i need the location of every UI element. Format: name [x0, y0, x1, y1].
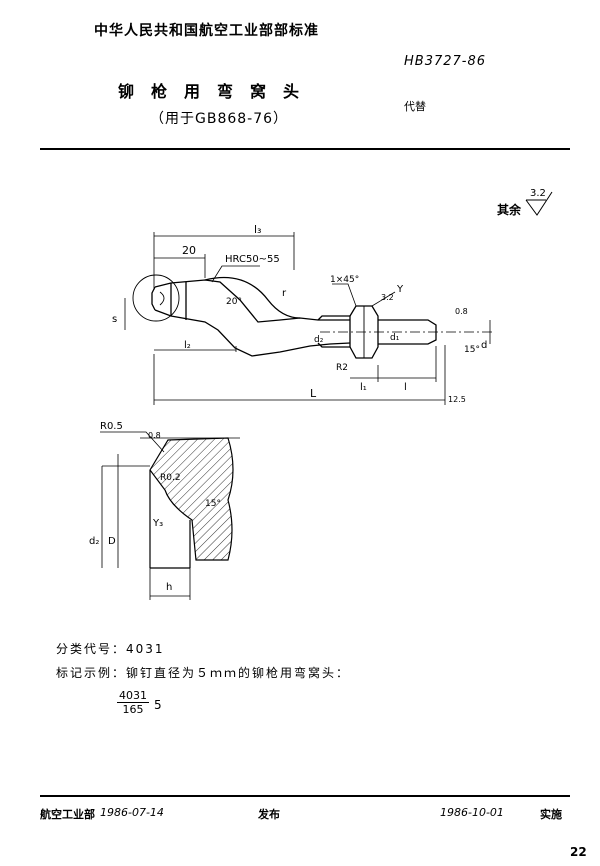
example-line: 标记示例：铆钉直径为５ｍｍ的铆枪用弯窝头：	[56, 664, 350, 681]
detail-r-label: R0.5	[100, 421, 123, 432]
footer-divider	[40, 795, 570, 797]
shank	[317, 315, 351, 348]
neck-top	[204, 276, 301, 319]
detail-y-label: Y₃	[152, 518, 163, 529]
tip-recess	[159, 291, 165, 306]
ra-top-label: 3.2	[381, 293, 394, 302]
chamfer-label: 1×45°	[330, 275, 359, 285]
angle-r-label: r	[282, 288, 287, 299]
section-outline	[149, 470, 191, 569]
page-title: 铆枪用弯窝头	[118, 82, 317, 101]
dim-l1	[350, 365, 379, 382]
detail-r2-label: R0.2	[160, 473, 181, 483]
footer-issue-date: 1986-07-14	[100, 806, 164, 819]
dim-L	[153, 345, 446, 405]
detail-h-label: h	[166, 582, 172, 593]
roughness-note: 其余	[497, 202, 522, 217]
y-label: Y	[396, 284, 404, 295]
dim-l3	[153, 232, 295, 290]
header-divider	[40, 148, 570, 150]
r2-label: R2	[336, 363, 348, 373]
hardness-leader	[211, 265, 260, 283]
dim-l2-label: l₂	[184, 340, 191, 351]
example-text: 铆钉直径为５ｍｍ的铆枪用弯窝头：	[126, 666, 351, 680]
example-label: 标记示例：	[56, 666, 127, 680]
example-suffix: 5	[154, 698, 162, 712]
classification-label: 分类代号：	[56, 642, 127, 656]
dim-s-label: s	[112, 314, 117, 325]
dimension-lines	[124, 232, 491, 405]
page-subtitle: （用于GB868-76）	[150, 111, 289, 127]
dim-l3-label: l₃	[254, 223, 261, 236]
angle-15-label: 15°	[464, 345, 480, 355]
hardness-label: HRC50~55	[225, 254, 280, 265]
section-hatch	[149, 437, 234, 561]
dim-l-label: l	[404, 382, 407, 393]
section-dim-lines	[101, 454, 150, 568]
section-dim-h	[149, 568, 191, 600]
dim-l	[378, 346, 437, 382]
dim-l1-label: l₁	[360, 382, 367, 393]
standard-number: HB3727-86	[404, 54, 487, 69]
dim-20	[154, 254, 206, 278]
ra-right-label: 0.8	[455, 307, 468, 316]
detail-angle-label: 15°	[205, 499, 221, 509]
body-outline-top	[154, 279, 350, 323]
dim-d2-label: d₂	[314, 335, 324, 345]
tip-lines	[170, 282, 187, 320]
detail-D-label: D	[108, 536, 116, 547]
detail-ra-label: 0.8	[148, 431, 161, 440]
ra-end-label: 12.5	[448, 395, 466, 404]
tip-face	[151, 286, 156, 311]
detail-d2-label: d₂	[89, 536, 99, 547]
collar	[349, 305, 379, 359]
shank-end	[378, 319, 437, 345]
y-leader	[371, 291, 396, 307]
dim-L-label: L	[310, 387, 317, 400]
tip-detail-circle	[132, 274, 180, 322]
standard-body-title: 中华人民共和国航空工业部部标准	[94, 23, 319, 39]
example-fraction: 4031 165	[117, 689, 149, 716]
example-numerator: 4031	[117, 689, 149, 703]
footer-effective-date: 1986-10-01	[440, 806, 504, 819]
dim-20-label: 20	[182, 244, 196, 257]
angle-20-label: 20°	[226, 297, 242, 307]
classification-line: 分类代号：4031	[56, 640, 165, 657]
chamfer-leader	[332, 283, 357, 307]
example-denominator: 165	[122, 703, 144, 716]
main-view	[132, 274, 437, 359]
footer-effective-label: 实施	[540, 808, 562, 821]
page-number: 22	[570, 845, 587, 859]
footer-issuer: 航空工业部	[40, 808, 95, 821]
dim-d1-label: d₁	[390, 333, 400, 343]
footer-issue-label: 发布	[258, 808, 280, 821]
roughness-symbol	[525, 191, 553, 216]
roughness-value: 3.2	[530, 188, 546, 199]
replaces-note: 代替	[404, 100, 426, 113]
section-view	[100, 431, 240, 600]
section-r-leader	[100, 431, 165, 453]
dim-l2	[154, 346, 237, 352]
classification-code: 4031	[126, 642, 165, 656]
dim-d-label: d	[481, 340, 487, 351]
